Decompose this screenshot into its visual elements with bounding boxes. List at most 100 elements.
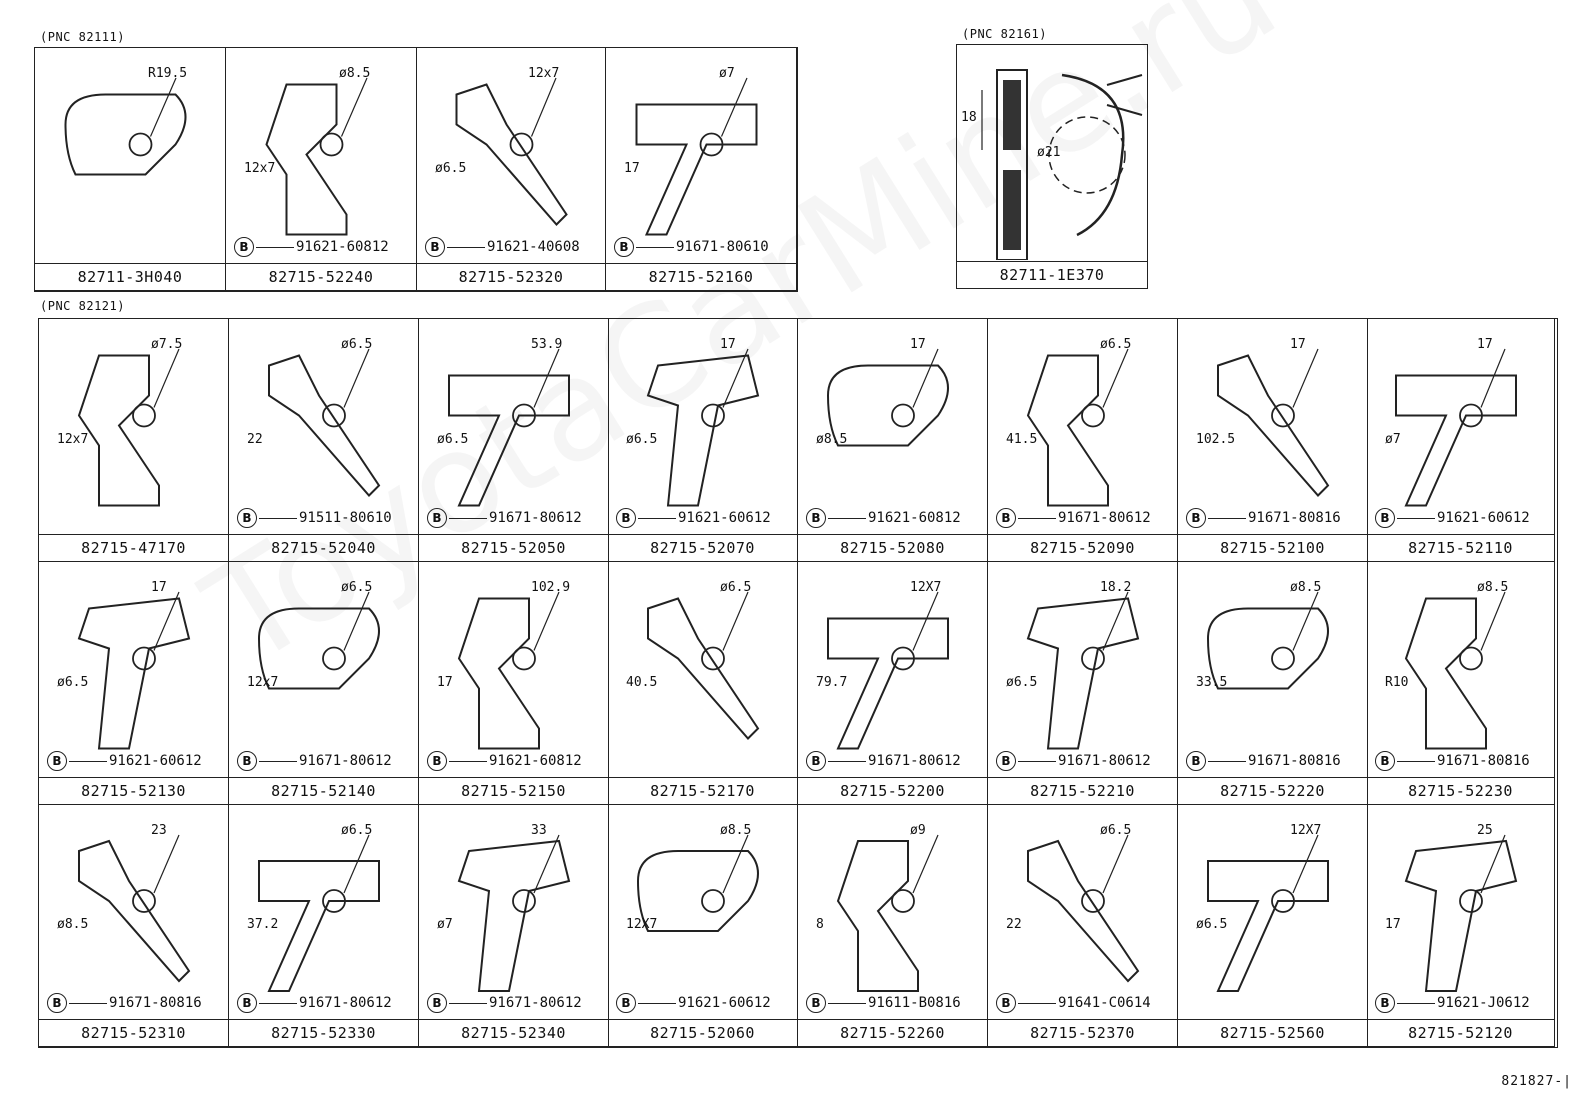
dimension-label: 25 <box>1477 823 1493 838</box>
bracket-drawing <box>457 591 560 750</box>
part-number: 82715-52150 <box>419 777 608 804</box>
bracket-drawing <box>1026 591 1140 750</box>
part-number: 82715-52330 <box>229 1019 418 1046</box>
part-number: 82715-52090 <box>988 534 1177 561</box>
part-number: 82715-47170 <box>39 534 228 561</box>
fastener-b-icon: B <box>806 751 826 771</box>
fastener-part-number: 91671-80612 <box>1058 753 1151 769</box>
dimension-label: 23 <box>151 823 167 838</box>
dimension-label: ø7 <box>719 66 735 81</box>
part-number-82711-1E370: 82711-1E370 <box>957 261 1147 288</box>
part-number: 82715-52560 <box>1178 1019 1367 1046</box>
bracket-drawing <box>77 591 191 750</box>
bracket-drawing <box>258 834 380 992</box>
clamp-82711-1E370-drawing <box>981 69 1143 261</box>
fastener-part-number: 91621-60812 <box>489 753 582 769</box>
part-number: 82715-52230 <box>1367 777 1554 804</box>
fastener-b-icon: B <box>427 993 447 1013</box>
fastener-callout: B 91621-60812 <box>806 508 961 528</box>
dimension-label: 8 <box>816 917 824 932</box>
leader-line <box>447 246 485 248</box>
dimension-label: 12X7 <box>626 917 658 932</box>
fastener-part-number: 91671-80612 <box>299 995 392 1011</box>
bracket-drawing <box>1217 348 1330 497</box>
dimension-label: 53.9 <box>531 337 563 352</box>
dimension-label: 17 <box>437 675 453 690</box>
dimension-label: R10 <box>1385 675 1409 690</box>
part-number: 82715-52320 <box>417 263 605 290</box>
dimension-label: 17 <box>1477 337 1493 352</box>
fastener-b-icon: B <box>427 751 447 771</box>
leader-line <box>636 246 674 248</box>
part-number: 82715-52220 <box>1178 777 1367 804</box>
fastener-b-icon: B <box>806 508 826 528</box>
fastener-b-icon: B <box>996 508 1016 528</box>
part-number: 82715-52120 <box>1367 1019 1554 1046</box>
fastener-part-number: 91671-80612 <box>1058 510 1151 526</box>
leader-line <box>69 760 107 762</box>
part-number: 82715-52080 <box>798 534 987 561</box>
fastener-b-icon: B <box>616 508 636 528</box>
leader-line <box>259 1002 297 1004</box>
pnc-82161-grid: 18 ø21 82711-1E370 <box>956 44 1148 289</box>
dimension-label: ø8.5 <box>339 66 371 81</box>
part-number: 82715-52170 <box>608 777 797 804</box>
fastener-b-icon: B <box>427 508 447 528</box>
dimension-label: 17 <box>624 161 640 176</box>
leader-line <box>259 760 297 762</box>
fastener-part-number: 91621-60812 <box>296 239 389 255</box>
leader-line <box>1208 517 1246 519</box>
dimension-label: 17 <box>720 337 736 352</box>
leader-line <box>638 517 676 519</box>
leader-line <box>1208 760 1246 762</box>
leader-line <box>69 1002 107 1004</box>
fastener-part-number: 91621-60812 <box>868 510 961 526</box>
dimension-label: ø6.5 <box>1100 337 1132 352</box>
dimension-label: ø6.5 <box>626 432 658 447</box>
bracket-drawing <box>827 591 949 750</box>
part-number: 82715-52140 <box>229 777 418 804</box>
part-number: 82711-3H040 <box>35 263 225 290</box>
dimension-label: ø8.5 <box>57 917 89 932</box>
fastener-b-icon: B <box>1186 751 1206 771</box>
fastener-callout: B 91671-80612 <box>806 751 961 771</box>
bracket-drawing <box>826 348 949 447</box>
dimension-label: 102.9 <box>531 580 571 595</box>
bracket-drawing <box>1395 348 1517 507</box>
part-number: 82715-52060 <box>608 1019 797 1046</box>
dim-82711-1E370-1: ø21 <box>1037 145 1061 160</box>
fastener-part-number: 91671-80816 <box>1248 510 1341 526</box>
dimension-label: ø6.5 <box>435 161 467 176</box>
dimension-label: ø8.5 <box>816 432 848 447</box>
part-number: 82715-52370 <box>988 1019 1177 1046</box>
dimension-label: 18.2 <box>1100 580 1132 595</box>
dimension-label: 12X7 <box>910 580 942 595</box>
part-number: 82715-52200 <box>798 777 987 804</box>
bracket-drawing <box>457 834 571 992</box>
leader-line <box>1397 517 1435 519</box>
part-number: 82715-52050 <box>419 534 608 561</box>
fastener-part-number: 91671-80612 <box>868 753 961 769</box>
fastener-b-icon: B <box>237 751 257 771</box>
dimension-label: 37.2 <box>247 917 279 932</box>
